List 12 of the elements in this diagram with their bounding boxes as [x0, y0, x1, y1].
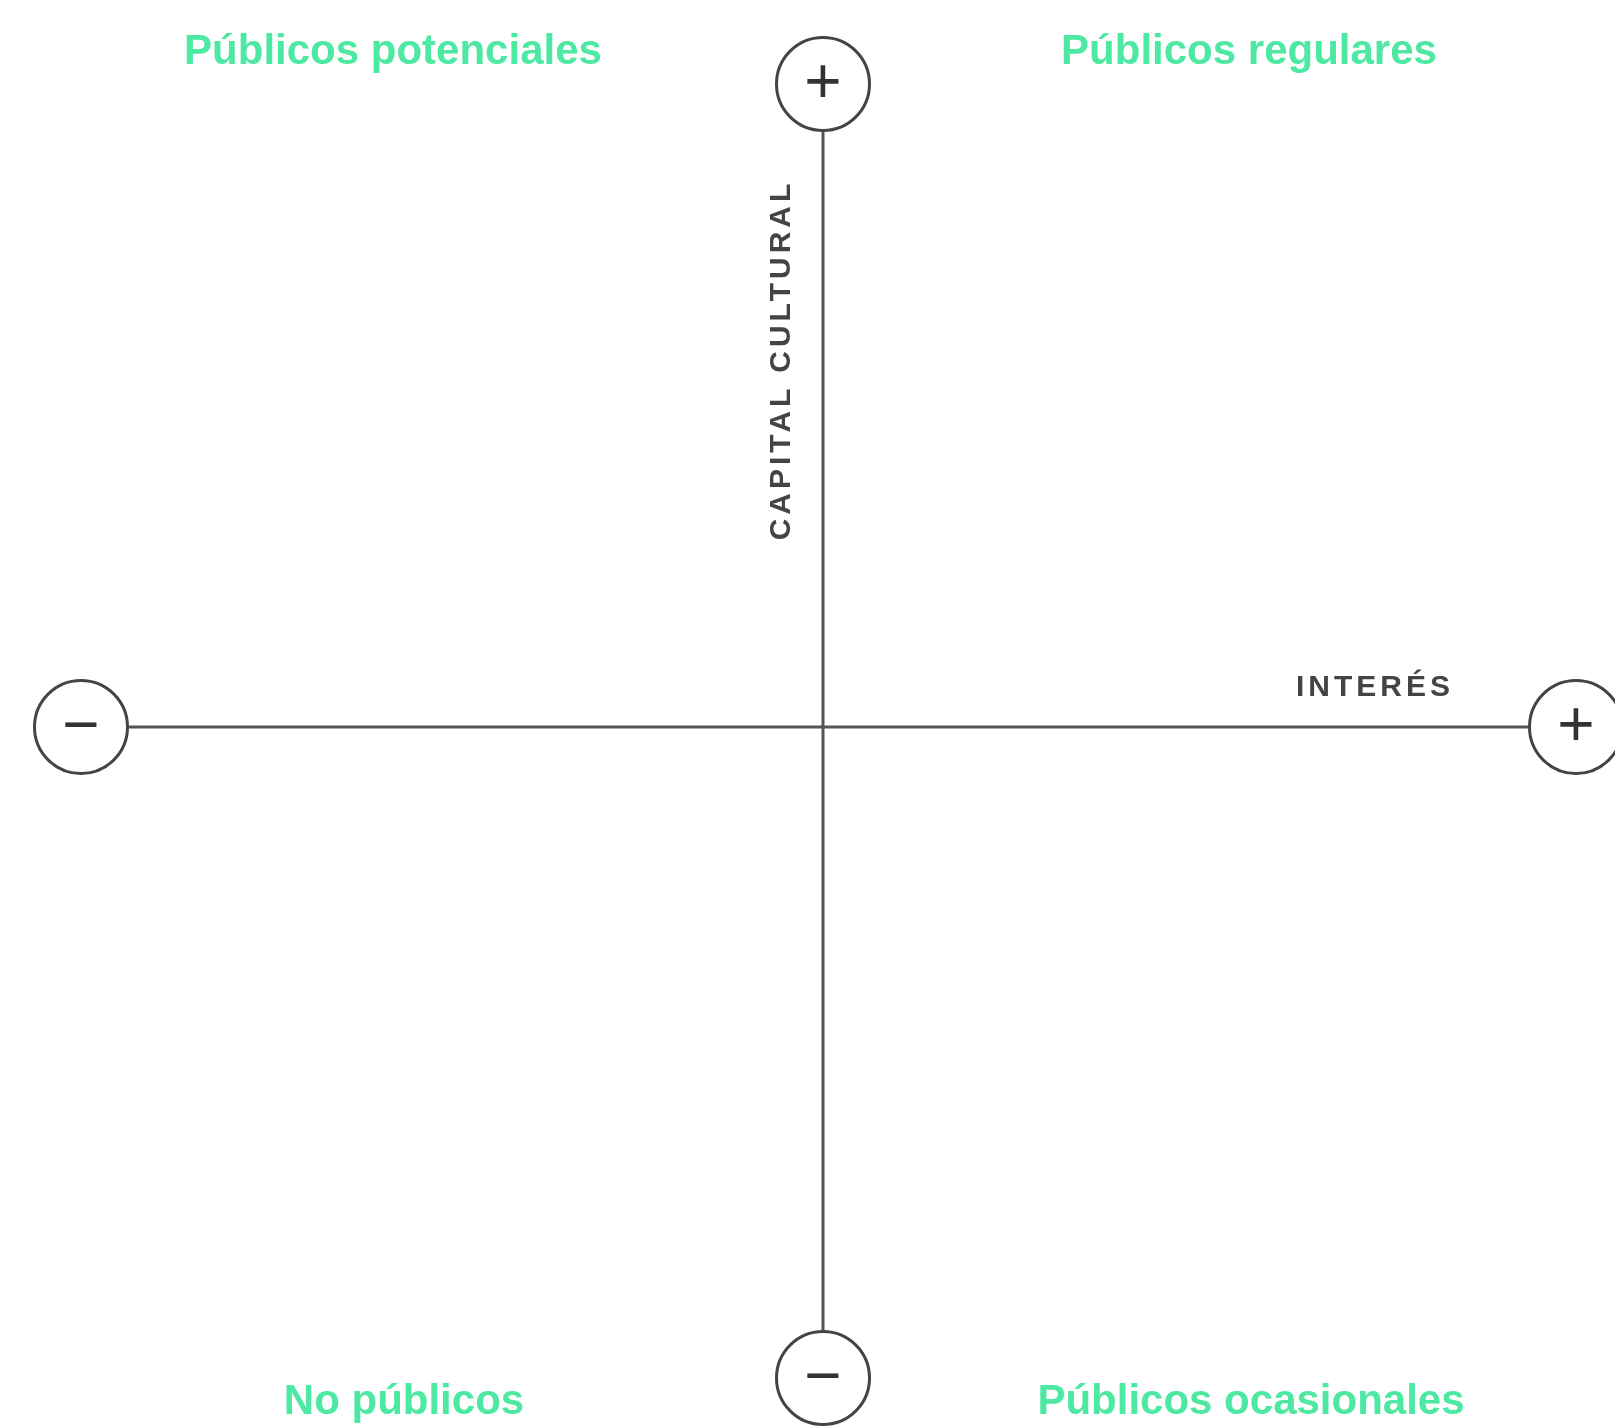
quadrant-label: Públicos potenciales: [184, 29, 602, 71]
axis-label: INTERÉS: [1296, 671, 1454, 701]
sign-symbol: −: [62, 692, 100, 756]
sign-symbol: +: [804, 49, 842, 113]
quadrant-label: Públicos ocasionales: [1037, 1379, 1465, 1421]
axis-line: [821, 132, 825, 1330]
quadrant-label: No públicos: [283, 1379, 525, 1421]
axis-line: [129, 725, 1528, 729]
axis-label: CAPITAL CULTURAL: [765, 179, 795, 541]
sign-symbol: −: [804, 1343, 842, 1407]
quadrant-label: Públicos regulares: [1061, 29, 1437, 71]
sign-symbol: +: [1557, 692, 1595, 756]
